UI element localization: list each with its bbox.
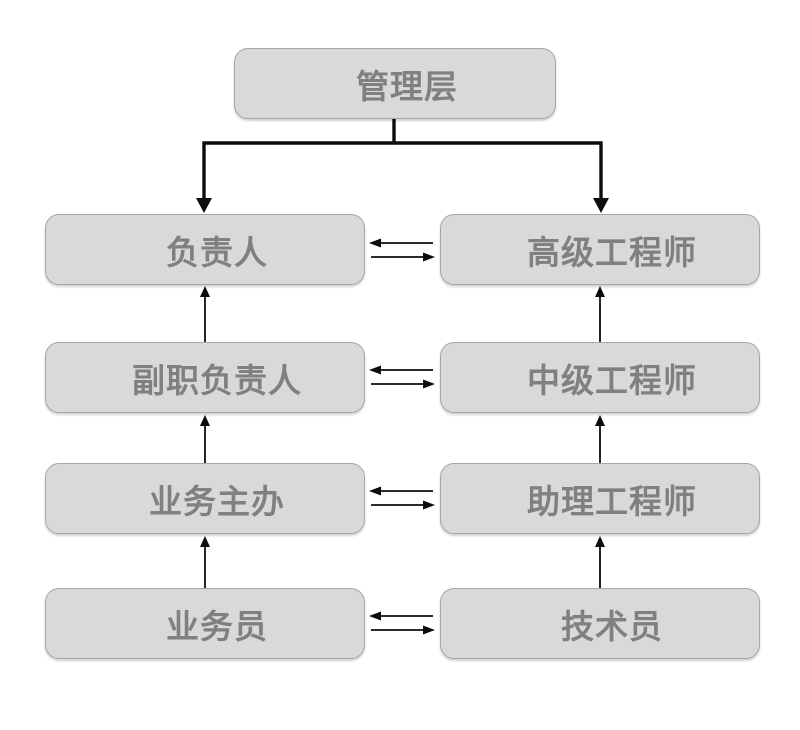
promotion-up-arrows-left bbox=[200, 286, 210, 588]
node-intermediate-engineer: 中级工程师 bbox=[440, 342, 760, 413]
node-management: 管理层 bbox=[234, 48, 556, 119]
node-label: 业务主办 bbox=[149, 482, 285, 520]
node-label: 负责人 bbox=[166, 233, 268, 271]
promotion-up-arrows-right bbox=[595, 286, 605, 588]
node-label: 助理工程师 bbox=[527, 482, 697, 520]
node-deputy-person-in-charge: 副职负责人 bbox=[45, 342, 365, 413]
node-senior-engineer: 高级工程师 bbox=[440, 214, 760, 285]
node-label: 业务员 bbox=[166, 607, 268, 645]
node-label: 高级工程师 bbox=[527, 233, 697, 271]
node-business-supervisor: 业务主办 bbox=[45, 463, 365, 534]
down-arrowhead-icon bbox=[196, 198, 212, 213]
node-assistant-engineer: 助理工程师 bbox=[440, 463, 760, 534]
transfer-arrows bbox=[369, 238, 435, 635]
node-technician: 技术员 bbox=[440, 588, 760, 659]
node-label: 副职负责人 bbox=[132, 361, 302, 399]
node-label: 管理层 bbox=[356, 67, 458, 105]
root-branch-connector bbox=[202, 119, 603, 199]
node-label: 技术员 bbox=[561, 607, 663, 645]
node-label: 中级工程师 bbox=[527, 361, 697, 399]
node-business-clerk: 业务员 bbox=[45, 588, 365, 659]
down-arrowhead-icon bbox=[593, 198, 609, 213]
node-person-in-charge: 负责人 bbox=[45, 214, 365, 285]
